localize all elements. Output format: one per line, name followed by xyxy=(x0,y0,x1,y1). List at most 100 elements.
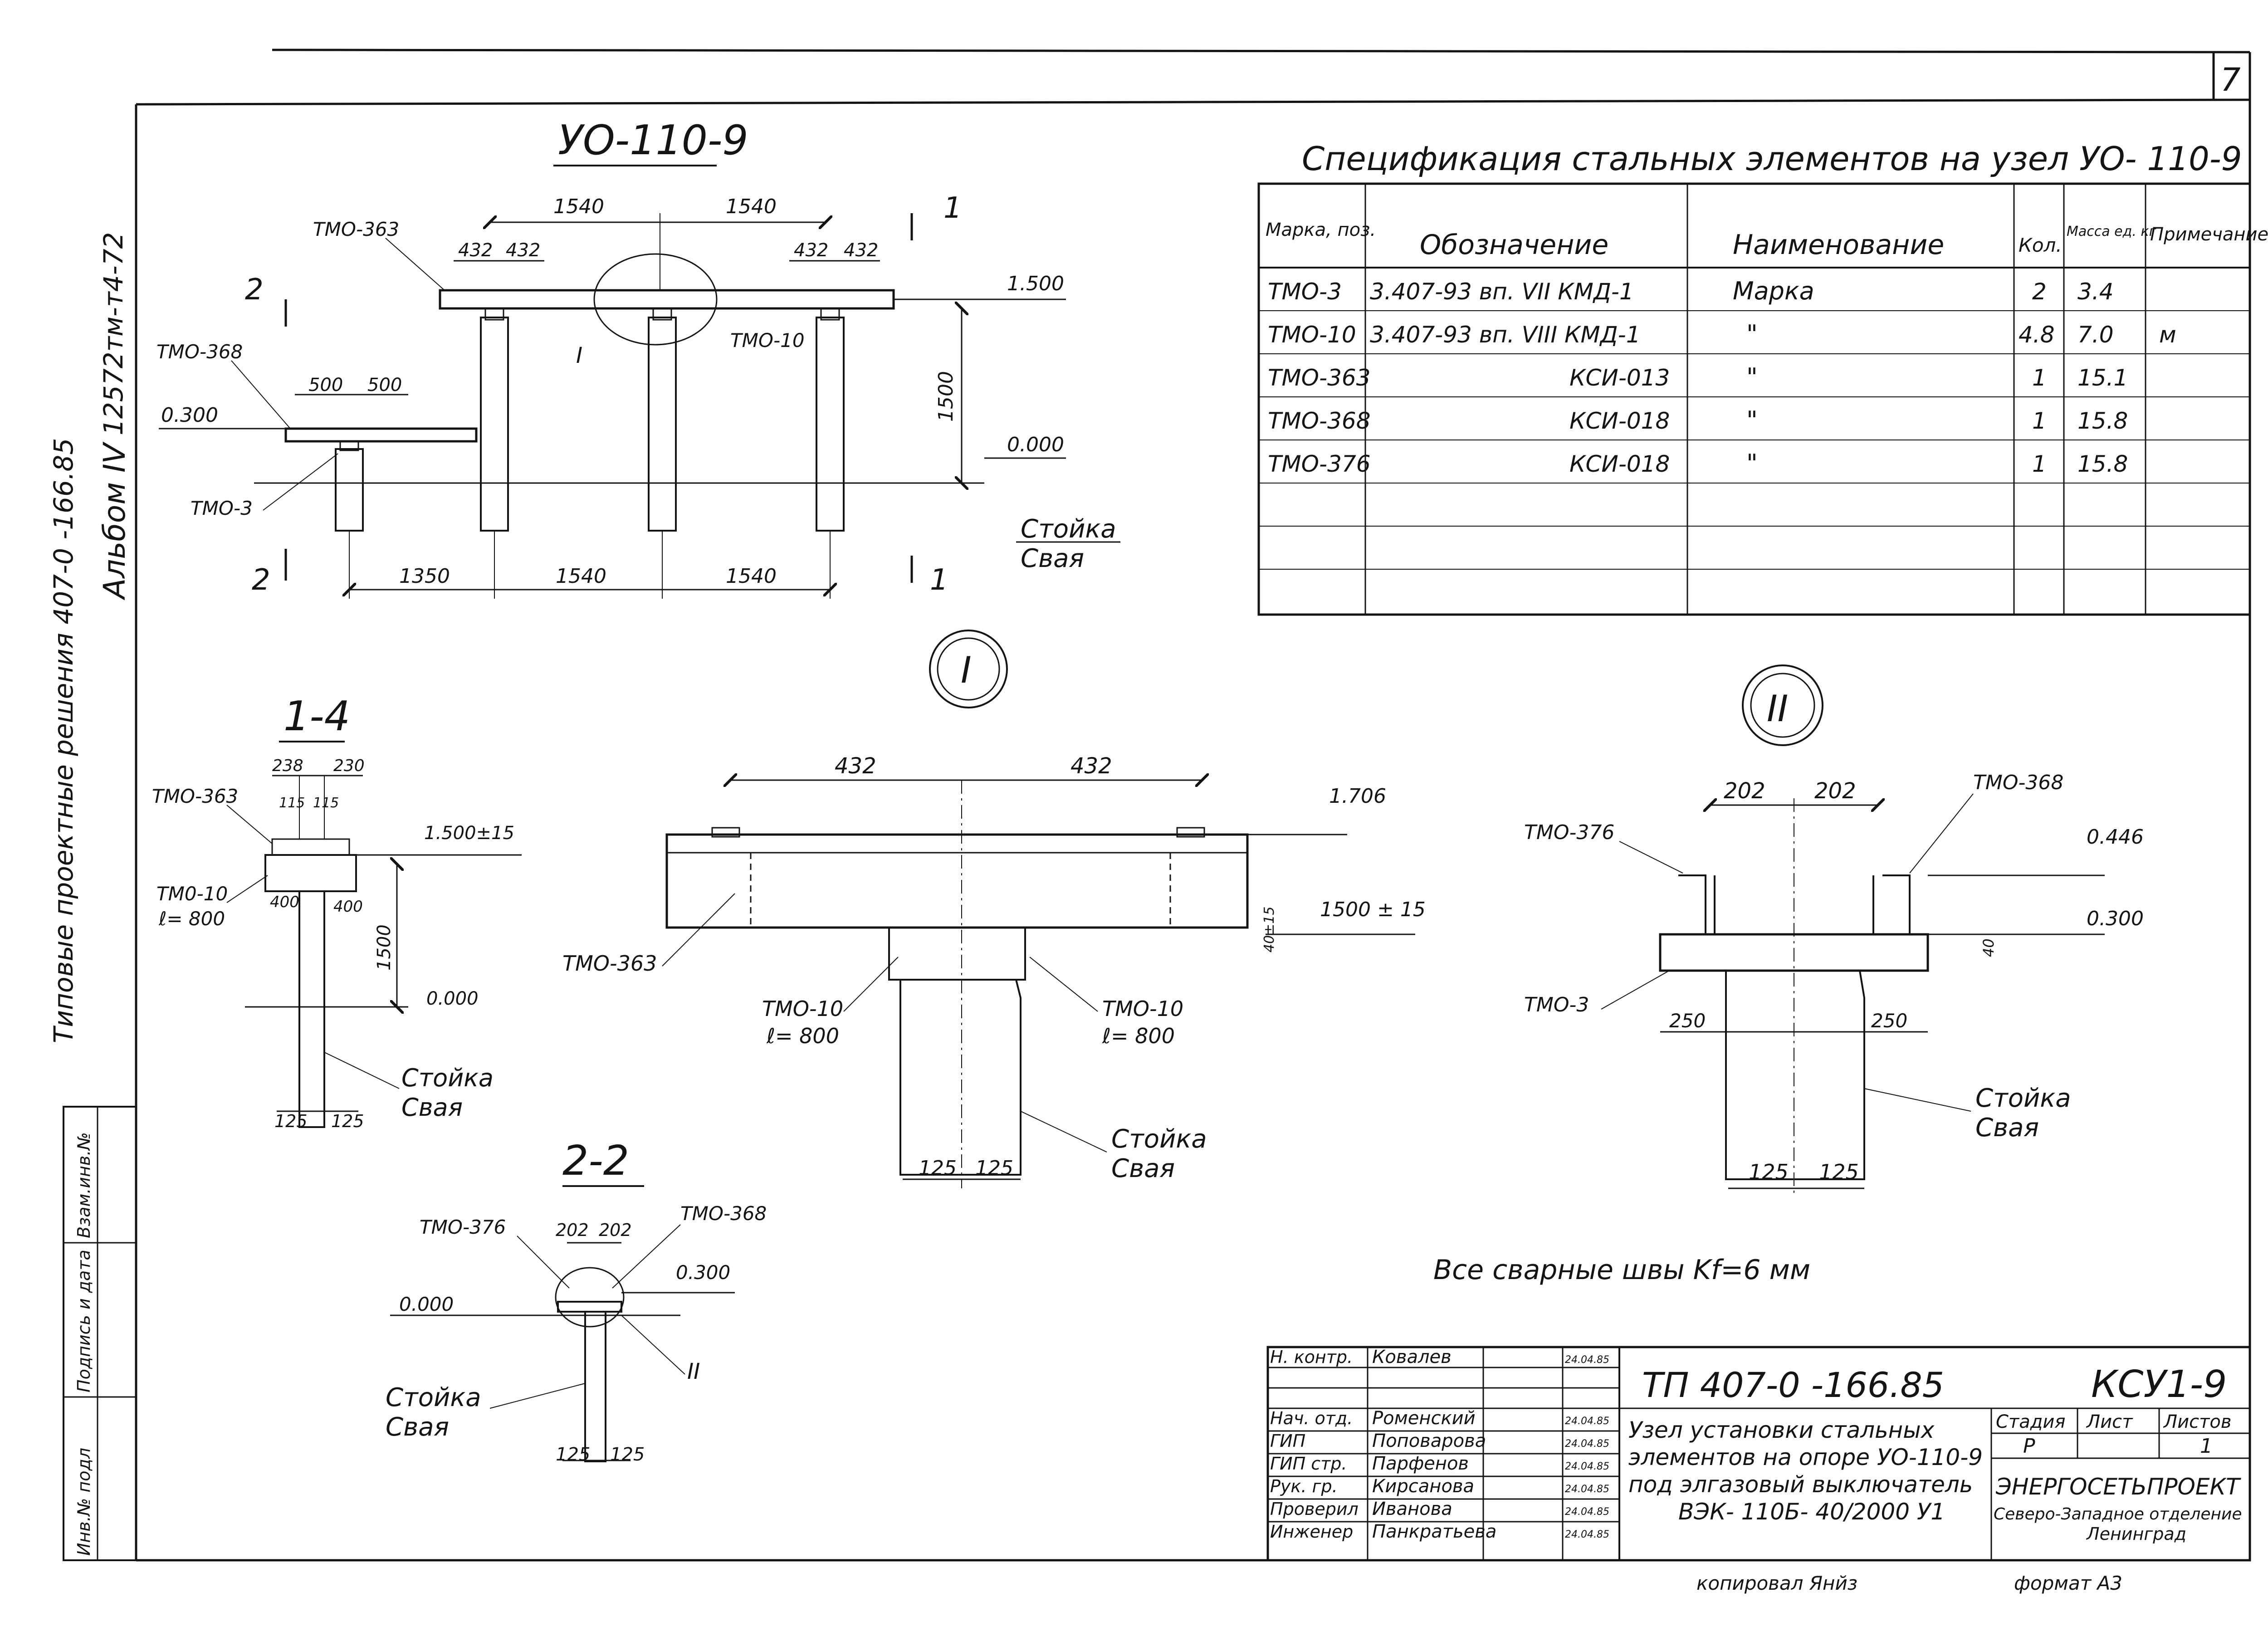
level-main-1500: 1.500 xyxy=(1007,272,1064,295)
tb-date-2: 24.04.85 xyxy=(1565,1416,1609,1427)
dII-dim-40: 40 xyxy=(1980,938,1997,957)
dI-legend-pile: Свая xyxy=(1111,1154,1175,1183)
dI-level-1500: 1500 ± 15 xyxy=(1320,898,1426,921)
s11-dim-230: 230 xyxy=(333,757,365,775)
spec-header-mark: Марка, поз. xyxy=(1266,220,1376,240)
s11-mark-tmo10: ТМ0-10 xyxy=(156,883,228,905)
dim-main-top-4: 432 xyxy=(506,240,540,261)
dI-legend-post: Стойка xyxy=(1111,1124,1207,1154)
side-code: 12572тм-т4-72 xyxy=(98,232,129,435)
tb-desc-4: ВЭК- 110Б- 40/2000 У1 xyxy=(1678,1499,1945,1525)
dI-mark-tmo10-left: ТМО-10 xyxy=(762,996,843,1021)
s22-mark-tmo368: ТМО-368 xyxy=(680,1202,767,1225)
dI-dim-125b: 125 xyxy=(975,1157,1013,1180)
tb-org-2: Северо-Западное отделение xyxy=(1994,1505,2242,1524)
dII-legend-pile: Свая xyxy=(1975,1113,2039,1143)
weld-note: Все сварные швы Kf=6 мм xyxy=(1433,1254,1810,1286)
s22-mark-tmo376: ТМО-376 xyxy=(420,1216,506,1238)
tb-date-3: 24.04.85 xyxy=(1565,1438,1609,1450)
spec-r3-mark: ТМО-363 xyxy=(1268,365,1371,391)
spec-r2-qty: 4.8 xyxy=(2019,322,2055,348)
dII-dim-250a: 250 xyxy=(1669,1010,1706,1032)
spec-r1-qty: 2 xyxy=(2032,278,2047,305)
s22-dim-202b: 202 xyxy=(599,1220,632,1240)
tb-name-2: Роменский xyxy=(1372,1408,1476,1429)
dII-dim-202a: 202 xyxy=(1724,778,1765,804)
dII-mark-tmo376: ТМО-376 xyxy=(1524,821,1614,844)
dII-level-0446: 0.446 xyxy=(2087,825,2144,849)
s22-dim-125a: 125 xyxy=(556,1444,590,1465)
tb-desc-1: Узел установки стальных xyxy=(1628,1417,1935,1443)
spec-r5-mark: ТМО-376 xyxy=(1268,451,1371,477)
spec-r2-designation: 3.407-93 вп. VIII КМД-1 xyxy=(1370,322,1641,348)
sheet-frame xyxy=(135,49,2251,1562)
s22-level-0300: 0.300 xyxy=(676,1261,730,1284)
tb-date-5: 24.04.85 xyxy=(1565,1484,1609,1495)
spec-r4-designation: КСИ-018 xyxy=(1569,408,1670,434)
s22-dim-202a: 202 xyxy=(556,1220,589,1240)
stamp-inv-orig: Инв.№ подл xyxy=(74,1448,94,1556)
mark-main-tmo3: ТМО-3 xyxy=(191,497,253,519)
dI-dim-125a: 125 xyxy=(919,1157,957,1180)
stamp-inv-replace: Взам.инв.№ xyxy=(74,1132,94,1238)
dII-level-0300: 0.300 xyxy=(2087,907,2144,930)
spec-r1-designation: 3.407-93 вп. VII КМД-1 xyxy=(1370,278,1634,305)
tb-sheets-v: 1 xyxy=(2200,1435,2213,1458)
dII-mark-tmo3: ТМО-3 xyxy=(1524,993,1589,1016)
legend-main-post: Стойка xyxy=(1021,514,1116,544)
tb-sheets-h: Листов xyxy=(2163,1411,2231,1432)
s11-level-0000: 0.000 xyxy=(426,988,479,1009)
dim-main-height: 1500 xyxy=(934,371,958,422)
s11-dim-238: 238 xyxy=(272,757,303,775)
dII-dim-202b: 202 xyxy=(1814,778,1856,804)
dim-main-top-5: 432 xyxy=(794,240,828,261)
section-1-1: 1-4 238 230 115 115 400 400 1500 125 125… xyxy=(152,693,522,1131)
tb-desc-2: элементов на опоре УО-110-9 xyxy=(1628,1444,1983,1470)
s11-dim-125b: 125 xyxy=(331,1111,364,1131)
spec-header-name: Наименование xyxy=(1733,229,1944,261)
spec-r3-name: " xyxy=(1746,363,1758,391)
spec-r2-mass: 7.0 xyxy=(2077,322,2114,348)
tb-name-6: Иванова xyxy=(1372,1499,1452,1519)
spec-r5-name: " xyxy=(1746,449,1758,478)
mark-main-tmo368: ТМО-368 xyxy=(156,341,243,363)
cut-1-top: 1 xyxy=(943,191,962,225)
dI-dim-40: 40±15 xyxy=(1261,907,1277,952)
tb-doc-number: ТП 407-0 -166.85 xyxy=(1642,1365,1944,1405)
mark-main-tmo10: ТМО-10 xyxy=(730,329,805,352)
dim-main-top-8: 500 xyxy=(367,375,402,396)
tb-name-3: Поповарова xyxy=(1372,1431,1486,1451)
tb-date-7: 24.04.85 xyxy=(1565,1529,1609,1540)
spec-header-mass: Масса ед. кг xyxy=(2067,224,2156,239)
mark-main-tmo363: ТМО-363 xyxy=(313,218,399,240)
detail-I-label: I xyxy=(961,649,972,691)
dII-mark-tmo368: ТМО-368 xyxy=(1973,771,2063,794)
dI-dim-432b: 432 xyxy=(1070,753,1112,779)
dim-main-bottom-3: 1540 xyxy=(726,565,777,588)
tb-role-4: ГИП стр. xyxy=(1270,1454,1347,1474)
detail-II-label: II xyxy=(1767,688,1788,730)
s11-dim-1500: 1500 xyxy=(374,924,395,971)
dim-main-top-6: 432 xyxy=(844,240,878,261)
spec-r4-name: " xyxy=(1746,406,1758,435)
spec-r4-mark: ТМО-368 xyxy=(1268,408,1371,434)
spec-r3-designation: КСИ-013 xyxy=(1569,365,1670,391)
spec-table: Спецификация стальных элементов на узел … xyxy=(1257,140,2268,616)
s22-dim-125b: 125 xyxy=(610,1444,645,1465)
s22-legend-pile: Свая xyxy=(386,1412,449,1442)
tb-org-3: Ленинград xyxy=(2086,1524,2186,1544)
s11-legend-pile: Свая xyxy=(401,1093,463,1122)
dII-dim-125b: 125 xyxy=(1819,1160,1859,1184)
stamp-sign-date: Подпись и дата xyxy=(74,1250,94,1392)
dI-mark-len-right: ℓ= 800 xyxy=(1102,1024,1175,1048)
spec-r2-note: м xyxy=(2159,322,2176,348)
tb-role-6: Проверил xyxy=(1270,1499,1359,1519)
spec-r5-qty: 1 xyxy=(2032,451,2047,477)
main-view-title: УО-110-9 xyxy=(558,117,748,164)
s11-dim-115a: 115 xyxy=(279,795,305,811)
s11-dim-400a: 400 xyxy=(270,893,299,911)
spec-header-designation: Обозначение xyxy=(1420,229,1608,261)
legend-main-pile: Свая xyxy=(1021,544,1084,573)
section-2-2-title: 2-2 xyxy=(562,1137,629,1185)
